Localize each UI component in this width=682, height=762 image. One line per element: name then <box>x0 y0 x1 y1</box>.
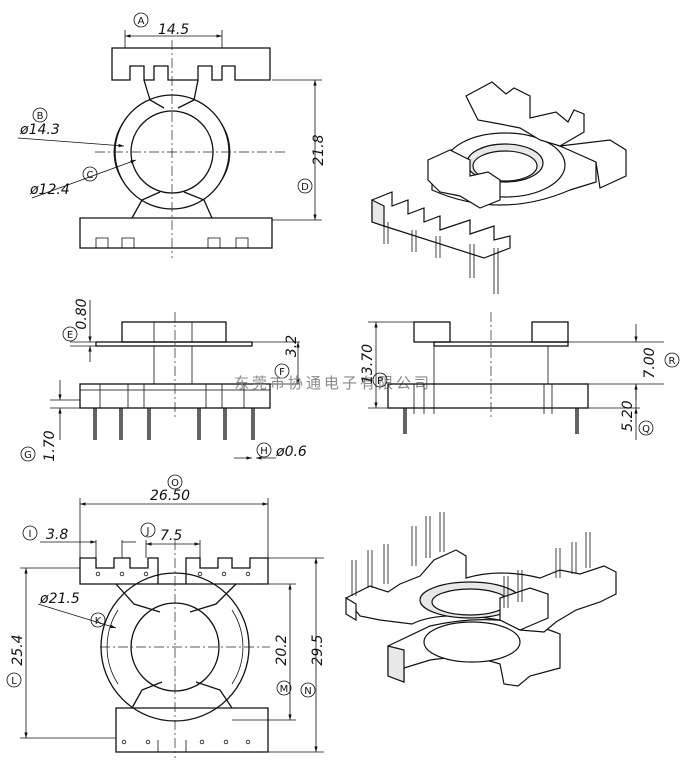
dim-window-height-value: 20.2 <box>274 634 290 665</box>
dim-pin-dia-value: ø0.6 <box>275 444 307 460</box>
callout-m: M <box>280 684 289 695</box>
callout-b: B <box>37 111 44 122</box>
dim-outer-dia-value: ø14.3 <box>19 122 60 138</box>
callout-r: R <box>669 356 676 367</box>
dim-pin-length-value: 1.70 <box>42 430 58 461</box>
dim-body-height-value: 7.00 <box>642 347 658 378</box>
side-view: 13.70 P 7.00 R 5.20 Q <box>360 312 680 440</box>
dim-pin-extension-value: 5.20 <box>620 400 636 431</box>
dim-overall-width-value: 26.50 <box>150 488 190 504</box>
callout-a-circle <box>133 12 149 28</box>
callout-j: J <box>146 526 150 537</box>
callout-i: I <box>29 529 32 540</box>
dim-flange-thickness-value: 0.80 <box>74 298 90 329</box>
callout-a: A <box>138 16 145 27</box>
dim-inner-dia-value: ø12.4 <box>29 182 70 198</box>
callout-l: L <box>11 676 17 687</box>
top-view: A 14.5 21.8 D B ø14.3 ø12.4 C <box>17 12 327 258</box>
dim-width-value: 14.5 <box>158 22 189 38</box>
callout-g: G <box>24 450 32 461</box>
dim-inner-height-value: 25.4 <box>10 634 26 665</box>
dim-edge-pitch-value: 3.8 <box>46 527 68 543</box>
dim-height-value: 21.8 <box>311 134 327 165</box>
callout-e: E <box>67 330 73 341</box>
callout-f: F <box>279 367 285 378</box>
dim-flange-dia-value: ø21.5 <box>39 591 80 607</box>
isometric-bottom-view <box>345 512 617 687</box>
company-watermark: 东莞市协通电子有限公司 <box>234 374 432 392</box>
callout-p: P <box>377 376 383 387</box>
front-view: 0.80 E 3.2 F 1.70 G H ø0.6 <box>20 298 307 462</box>
isometric-top-view <box>371 81 627 294</box>
dim-overall-height-value: 29.5 <box>310 634 326 665</box>
callout-c: C <box>87 170 94 181</box>
bottom-view: O 26.50 I 3.8 J 7.5 ø21.5 K 25.4 L 20.2 <box>6 474 326 758</box>
callout-d: D <box>301 182 309 193</box>
callout-o: O <box>171 478 179 489</box>
callout-k: K <box>95 616 102 627</box>
dim-pin-pitch-value: 7.5 <box>160 528 182 544</box>
dim-top-height-value: 3.2 <box>284 335 300 357</box>
dim-total-height-value: 13.70 <box>360 344 376 384</box>
callout-q: Q <box>642 424 650 435</box>
callout-h: H <box>260 446 268 457</box>
callout-n: N <box>304 686 311 697</box>
